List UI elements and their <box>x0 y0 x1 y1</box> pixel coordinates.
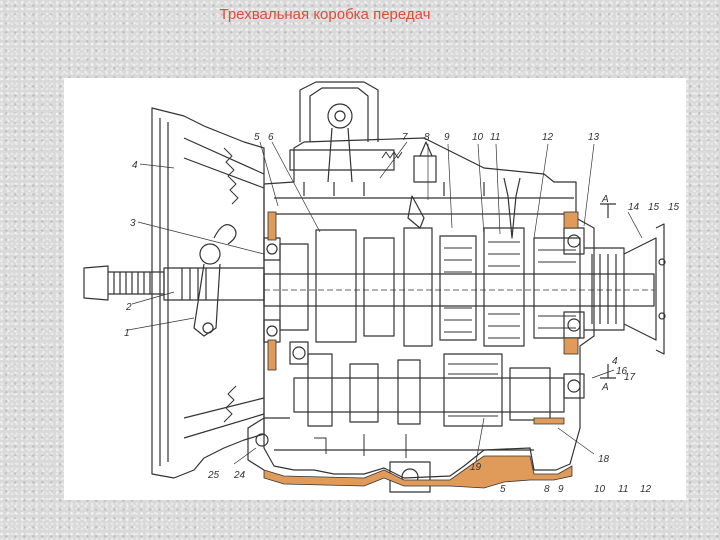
callout-labels: 1 2 3 4 5 6 7 8 9 10 11 12 13 14 15 15 1… <box>124 132 680 495</box>
callout-25: 25 <box>207 470 220 481</box>
callout-15a: 15 <box>648 202 660 213</box>
callout-13: 13 <box>588 132 600 143</box>
callout-bottom-5: 5 <box>500 484 506 495</box>
callout-10: 10 <box>472 132 484 143</box>
callout-15b: 15 <box>668 202 680 213</box>
release-lever <box>193 224 237 337</box>
main-shaft <box>263 273 655 307</box>
callout-bottom-10: 10 <box>594 484 606 495</box>
shifter-tower <box>289 81 437 183</box>
main-shaft-gears <box>279 227 581 347</box>
callout-2: 2 <box>125 302 132 313</box>
callout-11: 11 <box>490 132 500 143</box>
section-mark-a-bottom: A <box>601 382 609 393</box>
callout-19: 19 <box>470 462 482 473</box>
callout-16: 16 <box>616 366 628 377</box>
shift-rails <box>303 177 521 239</box>
input-shaft <box>83 265 265 301</box>
callout-3: 3 <box>130 218 136 229</box>
callout-24: 24 <box>233 470 246 481</box>
gearbox-cross-section-svg: 1 2 3 4 5 6 7 8 9 10 11 12 13 14 15 15 1… <box>83 81 680 495</box>
callout-5: 5 <box>254 132 260 143</box>
callout-bottom-9: 9 <box>558 484 564 495</box>
callout-18: 18 <box>598 454 610 465</box>
callout-6: 6 <box>268 132 274 143</box>
callout-17: 17 <box>624 372 636 383</box>
callout-4: 4 <box>132 160 138 171</box>
callout-4b: 4 <box>612 356 618 367</box>
callout-bottom-12: 12 <box>640 484 652 495</box>
callout-bottom-8: 8 <box>544 484 550 495</box>
callout-12: 12 <box>542 132 554 143</box>
section-marks <box>600 203 616 379</box>
leader-lines <box>127 141 643 465</box>
callout-9: 9 <box>444 132 450 143</box>
gearbox-drawing: 1 2 3 4 5 6 7 8 9 10 11 12 13 14 15 15 1… <box>64 78 686 500</box>
output-flange <box>584 223 666 355</box>
callout-bottom-11: 11 <box>618 484 628 495</box>
callout-8: 8 <box>424 132 430 143</box>
clutch-bell-housing <box>151 107 265 479</box>
bearings <box>263 227 585 399</box>
callout-1: 1 <box>124 328 130 339</box>
callout-14: 14 <box>628 202 640 213</box>
slide-title: Трехвальная коробка передач <box>219 6 431 23</box>
gearbox-housing <box>263 137 595 479</box>
section-mark-a-top: A <box>601 194 609 205</box>
highlighted-parts <box>263 211 579 489</box>
countershaft <box>293 353 565 458</box>
callout-7: 7 <box>402 132 408 143</box>
